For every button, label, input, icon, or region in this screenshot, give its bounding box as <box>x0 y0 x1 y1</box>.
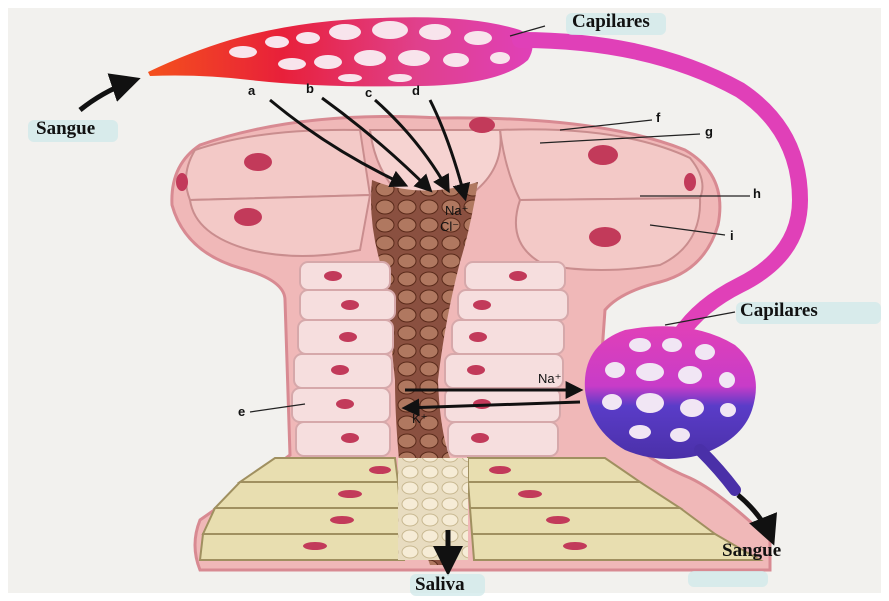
label-b: b <box>306 81 314 96</box>
ion-cl-top: Cl⁻ <box>440 219 459 235</box>
label-g: g <box>705 124 713 139</box>
ion-na-top: Na⁺ <box>445 203 468 219</box>
label-sangue-left: Sangue <box>36 118 95 140</box>
label-capilares-mid: Capilares <box>740 300 818 322</box>
label-c: c <box>365 85 372 100</box>
ion-na-mid: Na⁺ <box>538 371 561 387</box>
label-e: e <box>238 404 245 419</box>
duct-cells-left <box>292 262 395 456</box>
label-capilares-top: Capilares <box>572 11 650 33</box>
striated-lumen-cells <box>398 458 468 560</box>
label-h: h <box>753 186 761 201</box>
ion-k-mid: K⁺ <box>412 411 428 427</box>
duct-cells-right <box>445 262 568 456</box>
label-sangue-right: Sangue <box>722 540 781 562</box>
corner-highlight <box>688 571 768 587</box>
label-f: f <box>656 110 660 125</box>
label-a: a <box>248 83 255 98</box>
label-saliva: Saliva <box>415 574 465 596</box>
label-i: i <box>730 228 734 243</box>
label-d: d <box>412 83 420 98</box>
